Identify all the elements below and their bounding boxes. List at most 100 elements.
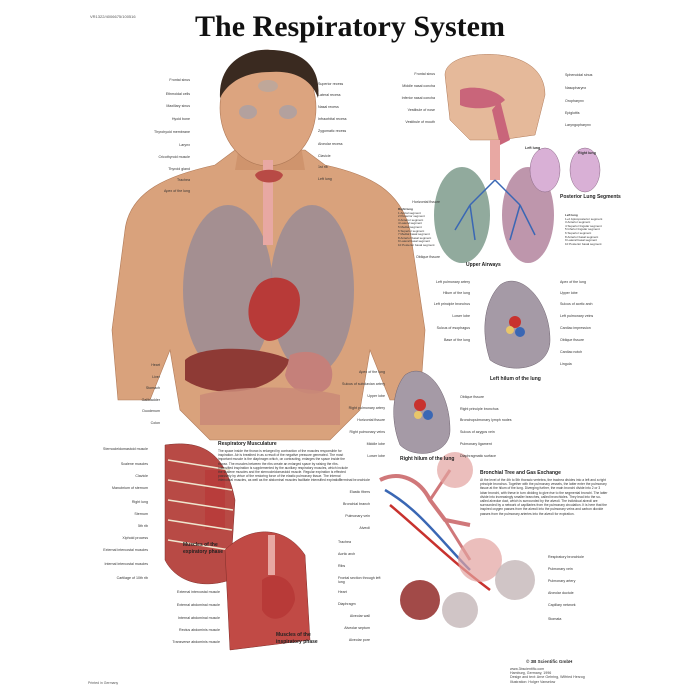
label-hyoid-bone: Hyoid bone [171, 117, 190, 121]
label-clavicle: Clavicle [318, 154, 331, 158]
label-infraorbital-recess: Infraorbital recess [318, 117, 347, 121]
liver-main [185, 348, 290, 392]
label-lh-lingula: Lingula [560, 362, 572, 366]
label-rh-right-pulmonary-artery: Right pulmonary artery [348, 406, 385, 410]
right-lung-legend-title: Right lung [398, 207, 413, 211]
label-rh-horizontal-fissure: Horizontal fissure [357, 418, 385, 422]
caption-posterior-segments: Posterior Lung Segments [560, 194, 621, 200]
label-ex-manubrium: Manubrium of sternum [112, 486, 148, 490]
left-lung-legend-title: Left lung [565, 213, 578, 217]
label-br-respiratory-bronchiole: Respiratory bronchiole [548, 555, 584, 559]
label-ua-vestibule-nose: Vestibule of nose [407, 108, 435, 112]
label-in-ribs: Ribs [338, 564, 346, 568]
right-hilum-figure [393, 370, 451, 454]
label-lh-left-principle-bronchus: Left principle bronchus [433, 302, 470, 306]
caption-left-hilum: Left hilum of the lung [490, 376, 541, 382]
left-lung-legend: Left lung 1+2 Apicoposterior segment 3 A… [565, 213, 602, 246]
label-in-rectus-abdominis: Rectus abdominis muscle [179, 628, 220, 632]
legend-item: 4 Superior lingular segment [565, 223, 602, 228]
bronchial-tree-upper [454, 179, 536, 241]
legend-item: 8 Anterior basal segment [398, 235, 432, 240]
legend-item: 6 Superior segment [398, 228, 425, 233]
legend-item: 6 Superior segment [565, 230, 592, 235]
label-lh-left-pulmonary-veins: Left pulmonary veins [560, 314, 594, 318]
legend-item: 3 Anterior segment [398, 217, 424, 222]
label-lh-sulcus-aortic-arch: Sulcus of aortic arch [560, 302, 593, 306]
label-rh-right-pulmonary-veins: Right pulmonary veins [349, 430, 385, 434]
maxillary-sinus-right [279, 105, 297, 119]
label-apex-lung: Apex of the lung [164, 189, 190, 193]
label-heart: Heart [151, 363, 160, 367]
label-rh-pulmonary-ligament: Pulmonary ligament [460, 442, 492, 446]
label-lh-base-lung: Base of the lung [444, 338, 470, 342]
label-ua-frontal-sinus: Frontal sinus [414, 72, 435, 76]
label-ex-right-lung: Right lung [131, 500, 148, 504]
label-in-trachea: Trachea [338, 540, 352, 544]
label-liver: Liver [152, 375, 160, 379]
label-br-bronchial-branch: Bronchial branch [343, 502, 370, 506]
label-in-external-intercostal: External intercostal muscle [177, 590, 220, 594]
caption-inspiratory-line2: inspiratory phase [276, 639, 318, 645]
label-rh-apex: Apex of the lung [359, 370, 385, 374]
footer-line: Design and text: Arne Gehring, Wilfried … [510, 675, 585, 680]
caption-upper-airways: Upper Airways [466, 262, 501, 268]
footer-credits: www.3bscientific.com Hamburg, Germany, 1… [510, 667, 585, 684]
label-lh-oblique-fissure: Oblique fissure [560, 338, 584, 342]
label-rh-lower-lobe: Lower lobe [367, 454, 385, 458]
colon-main [200, 387, 340, 425]
label-br-terminal-bronchiole: Terminal bronchiole [338, 478, 370, 482]
label-br-pulmonary-vein-r: Pulmonary vein [548, 567, 573, 571]
label-rh-sulcus-azygos: Sulcus of azygos vein [460, 430, 495, 434]
legend-item: 3 Anterior segment [565, 220, 591, 225]
label-rh-middle-lobe: Middle lobe [366, 442, 385, 446]
legend-item: 5 Medial segment [398, 224, 422, 229]
label-ex-sternum: Sternum [134, 512, 148, 516]
inspiratory-muscles-figure [224, 531, 311, 651]
label-lh-cardiac-notch: Cardiac notch [560, 350, 583, 354]
label-nasal-recess: Nasal recess [318, 105, 339, 109]
label-ua-horizontal-fissure: Horizontal fissure [412, 200, 440, 204]
nasal-cavity [460, 87, 505, 109]
caption-right-hilum: Right hilum of the lung [400, 456, 455, 462]
label-br-stomata: Stomata [548, 617, 562, 621]
label-ex-sternocleidomastoid: Sternocleidomastoid muscle [103, 447, 148, 451]
label-ua-sphenoidal-sinus: Sphenoidal sinus [565, 73, 593, 77]
airway-right-lung [434, 167, 490, 263]
label-lh-sulcus-esophagus: Sulcus of esophagus [436, 326, 470, 330]
label-br-alveolar-wall: Alveolar wall [349, 614, 370, 618]
label-in-heart: Heart [338, 590, 347, 594]
label-left-lung: Left lung [318, 177, 332, 181]
label-rh-oblique-fissure: Oblique fissure [460, 395, 484, 399]
legend-item: 5 Inferior lingular segment [565, 227, 600, 232]
label-cricothyroid: Cricothyroid muscle [158, 155, 190, 159]
frontal-sinus [258, 80, 278, 92]
bronchial-text: At the level of the 4th to 5th thoracic … [480, 478, 608, 516]
label-ua-oropharynx: Oropharynx [565, 99, 584, 103]
label-in-transverse-abdominis: Transverse abdominis muscle [172, 640, 220, 644]
footer-line: Hamburg, Germany, 1996 [510, 671, 552, 676]
label-ua-inferior-concha: Inferior nasal concha [401, 96, 435, 100]
label-stomach: Stomach [145, 386, 160, 390]
label-br-alveolar-ductule: Alveolar ductule [548, 591, 574, 595]
right-lung-legend: Right lung 1 Apical segment 2 Posterior … [398, 207, 435, 248]
label-first-rib: 1st rib [318, 165, 328, 169]
label-superior-recess: Superior recess [318, 82, 344, 86]
footer-line: Illustration: Holger Vanselow [510, 679, 556, 684]
label-in-aortic-arch: Aortic arch [338, 552, 356, 556]
legend-item: 7 Medial basal segment [398, 232, 430, 237]
label-ex-fifth-rib: 5th rib [138, 524, 148, 528]
poster-title: The Respiratory System [195, 10, 505, 43]
product-code: VR1322/4006675/100516 [90, 14, 136, 19]
label-rh-diaphragmatic-surface: Diaphragmatic surface [460, 454, 496, 458]
legend-item: 9 Lateral basal segment [565, 238, 598, 243]
label-ex-external-intercostal: External intercostal muscles [103, 548, 148, 552]
label-frontal-sinus: Frontal sinus [169, 78, 190, 82]
label-lh-upper-lobe: Upper lobe [560, 291, 578, 295]
caption-expiratory-line2: expiratory phase [183, 549, 224, 555]
label-lateral-recess: Lateral recess [318, 93, 341, 97]
label-ua-laryngopharynx: Laryngopharynx [565, 123, 591, 127]
label-ua-nasopharynx: Nasopharynx [565, 86, 587, 90]
bronchial-tree-figure [379, 452, 535, 628]
bronchial-title: Bronchial Tree and Gas Exchange [480, 470, 561, 476]
label-lh-cardiac-impression: Cardiac impression [560, 326, 591, 330]
